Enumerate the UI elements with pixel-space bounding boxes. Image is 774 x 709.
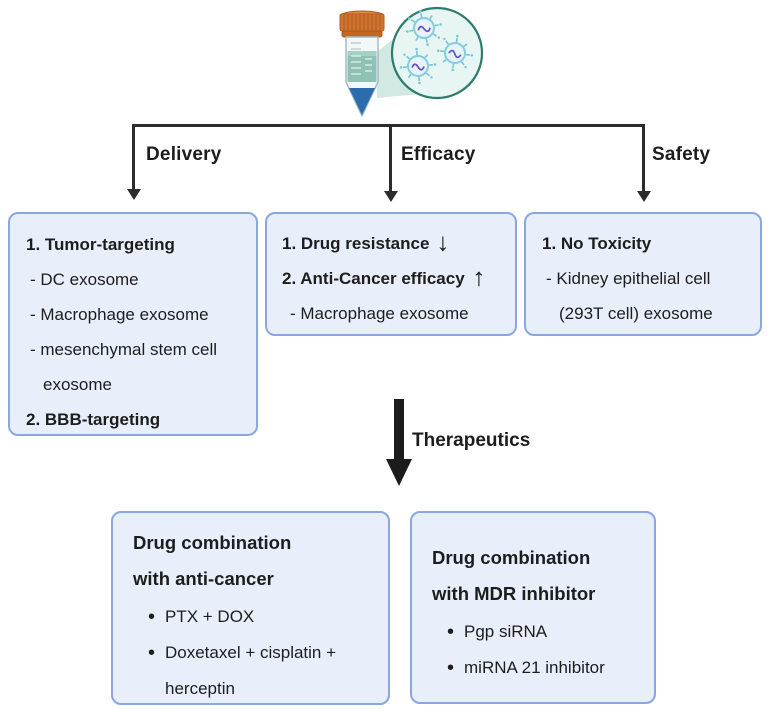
box-line: - Macrophage exosome (30, 305, 209, 324)
branch-horizontal-line (132, 124, 645, 127)
therapeutics-arrow-shaft (394, 399, 404, 460)
box-line: 2. BBB-targeting (26, 410, 161, 429)
tube-icon (339, 10, 385, 117)
box-title: Drug combination (432, 547, 591, 568)
bullet-list: Pgp siRNA miRNA 21 inhibitor (432, 614, 644, 686)
safety-branch-label: Safety (652, 144, 711, 165)
box-line: 1. Tumor-targeting (26, 235, 175, 254)
tube-liquid-blue (349, 88, 375, 115)
therapeutics-label: Therapeutics (412, 430, 531, 451)
decrease-arrow-icon: ↓ (436, 229, 451, 257)
efficacy-branch-label: Efficacy (401, 144, 476, 165)
delivery-branch-line (132, 124, 135, 190)
tube-graduations-lower (351, 55, 372, 75)
box-line-text: 2. Anti-Cancer efficacy (282, 269, 465, 288)
box-title: with anti-cancer (133, 568, 274, 589)
bullet-item: PTX + DOX (148, 599, 376, 635)
mdr-inhibitor-combination-box: Drug combination with MDR inhibitor Pgp … (410, 511, 656, 704)
therapeutics-arrowhead-icon (386, 459, 412, 486)
safety-branch-line (642, 124, 645, 192)
anti-cancer-combination-box: Drug combination with anti-cancer PTX + … (111, 511, 390, 705)
box-line: 1. Drug resistance ↓ (282, 226, 507, 261)
safety-arrowhead-icon (636, 191, 651, 202)
efficacy-box: 1. Drug resistance ↓ 2. Anti-Cancer effic… (265, 212, 517, 336)
safety-box: 1. No Toxicity - Kidney epithelial cell … (524, 212, 762, 336)
exosome-sample-graphic (339, 5, 484, 117)
delivery-arrowhead-icon (126, 189, 141, 200)
efficacy-branch-line (389, 124, 392, 192)
box-line: - Macrophage exosome (290, 304, 469, 323)
efficacy-arrowhead-icon (383, 191, 398, 202)
box-line: 2. Anti-Cancer efficacy ↑ (282, 261, 507, 296)
box-line: - DC exosome (30, 270, 139, 289)
bullet-list: PTX + DOX Doxetaxel + cisplatin + hercep… (133, 599, 376, 707)
bullet-item: Pgp siRNA (447, 614, 644, 650)
box-line-text: 1. Drug resistance (282, 234, 430, 253)
tube-cap-ridges (343, 15, 381, 30)
delivery-branch-label: Delivery (146, 144, 222, 165)
box-line: 1. No Toxicity (542, 234, 652, 253)
box-line: - mesenchymal stem cell exosome (30, 340, 218, 394)
box-title: with MDR inhibitor (432, 583, 596, 604)
box-line: - Kidney epithelial cell (293T cell) exo… (546, 269, 713, 323)
magnifier-circle (390, 6, 484, 100)
bullet-item: Doxetaxel + cisplatin + herceptin (148, 635, 376, 707)
box-title: Drug combination (133, 532, 292, 553)
bullet-item: miRNA 21 inhibitor (447, 650, 644, 686)
delivery-box: 1. Tumor-targeting - DC exosome - Macrop… (8, 212, 258, 436)
increase-arrow-icon: ↑ (471, 264, 486, 292)
tube-liquid-surface (347, 51, 377, 56)
tube-graduations-upper (351, 42, 361, 50)
